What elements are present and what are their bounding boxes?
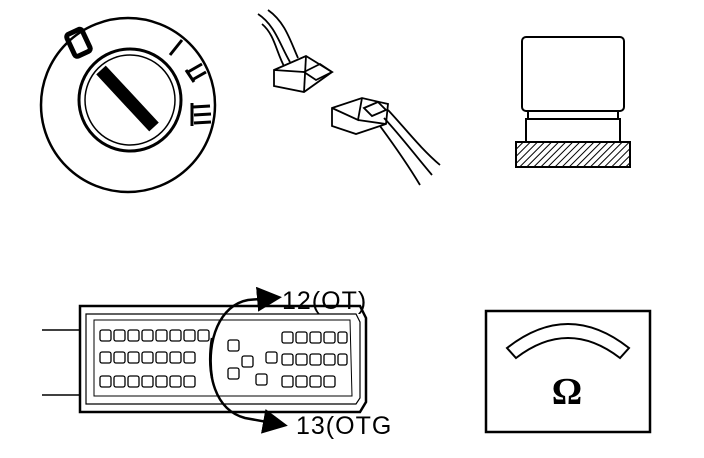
position-0-marker bbox=[64, 26, 93, 59]
arrow-to-13 bbox=[209, 337, 288, 434]
disconnected-connector-icon bbox=[257, 9, 441, 186]
label-13-otg: 13(OTG bbox=[296, 412, 393, 440]
meter-scale bbox=[505, 323, 631, 360]
hatched-base bbox=[515, 141, 631, 168]
ohmmeter-icon bbox=[484, 309, 652, 434]
sensor-icon bbox=[515, 36, 631, 168]
ohm-symbol: Ω bbox=[552, 371, 582, 413]
ignition-switch-icon bbox=[39, 16, 217, 194]
multi-pin-connector-icon bbox=[42, 286, 368, 434]
position-ii-marker bbox=[184, 62, 207, 83]
key-slot bbox=[96, 65, 159, 132]
connector-pins bbox=[99, 329, 348, 388]
label-12-ot: 12(OT) bbox=[282, 287, 368, 315]
position-i-marker bbox=[168, 39, 184, 56]
position-iii-marker bbox=[190, 103, 212, 126]
